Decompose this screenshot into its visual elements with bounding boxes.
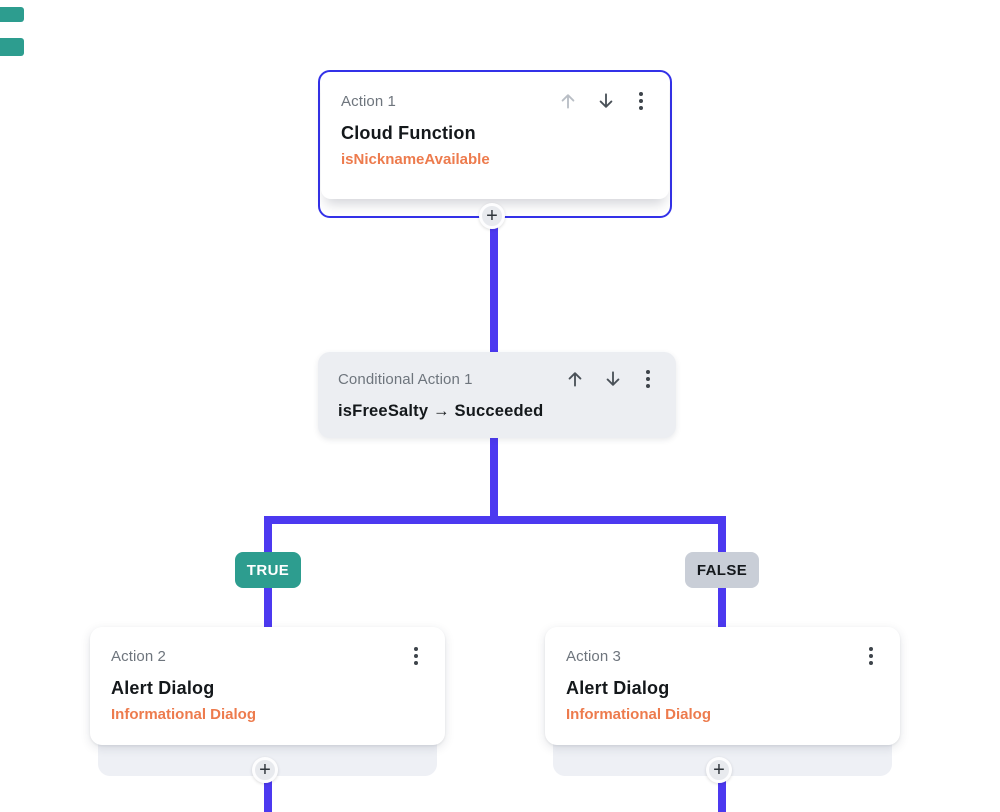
move-down-icon[interactable]	[602, 368, 624, 390]
kebab-menu-icon[interactable]	[633, 90, 649, 112]
add-action-button[interactable]: +	[706, 757, 732, 783]
add-action-button[interactable]: +	[479, 203, 505, 229]
connector-line-top	[490, 219, 498, 357]
action-node-1-card: Action 1 Cloud Function isNicknameAvaila…	[321, 73, 669, 199]
action-node-label: Action 1	[341, 92, 396, 110]
action-node-2[interactable]: Action 2 Alert Dialog Informational Dial…	[90, 627, 445, 745]
action-node-label: Action 2	[111, 647, 166, 665]
action-node-3[interactable]: Action 3 Alert Dialog Informational Dial…	[545, 627, 900, 745]
action-node-subtitle: isNicknameAvailable	[341, 151, 490, 168]
add-action-button[interactable]: +	[252, 757, 278, 783]
conditional-node-label: Conditional Action 1	[338, 370, 473, 388]
kebab-menu-icon[interactable]	[408, 645, 424, 667]
action-node-subtitle: Informational Dialog	[566, 706, 712, 723]
action-node-1[interactable]: Action 1 Cloud Function isNicknameAvaila…	[318, 70, 672, 218]
action-node-title: Alert Dialog	[111, 678, 215, 698]
action-node-subtitle: Informational Dialog	[111, 706, 257, 723]
connector-line-conditional	[490, 432, 498, 524]
kebab-menu-icon[interactable]	[863, 645, 879, 667]
move-up-icon[interactable]	[564, 368, 586, 390]
conditional-node-title: isFreeSalty → Succeeded	[338, 402, 544, 420]
action-node-label: Action 3	[566, 647, 621, 665]
kebab-menu-icon[interactable]	[640, 368, 656, 390]
true-branch-badge: TRUE	[235, 552, 301, 588]
canvas-edge-marker	[0, 7, 24, 22]
action-node-title: Alert Dialog	[566, 678, 670, 698]
connector-line-branch-horizontal	[264, 516, 726, 524]
move-down-icon[interactable]	[595, 90, 617, 112]
action-node-title: Cloud Function	[341, 123, 476, 143]
conditional-action-node-1[interactable]: Conditional Action 1 isFreeSalty → Succe…	[318, 352, 676, 438]
move-up-icon[interactable]	[557, 90, 579, 112]
canvas-edge-marker	[0, 38, 24, 56]
connector-line-true-continue	[264, 764, 272, 812]
false-branch-badge: FALSE	[685, 552, 759, 588]
connector-line-false-continue	[718, 764, 726, 812]
